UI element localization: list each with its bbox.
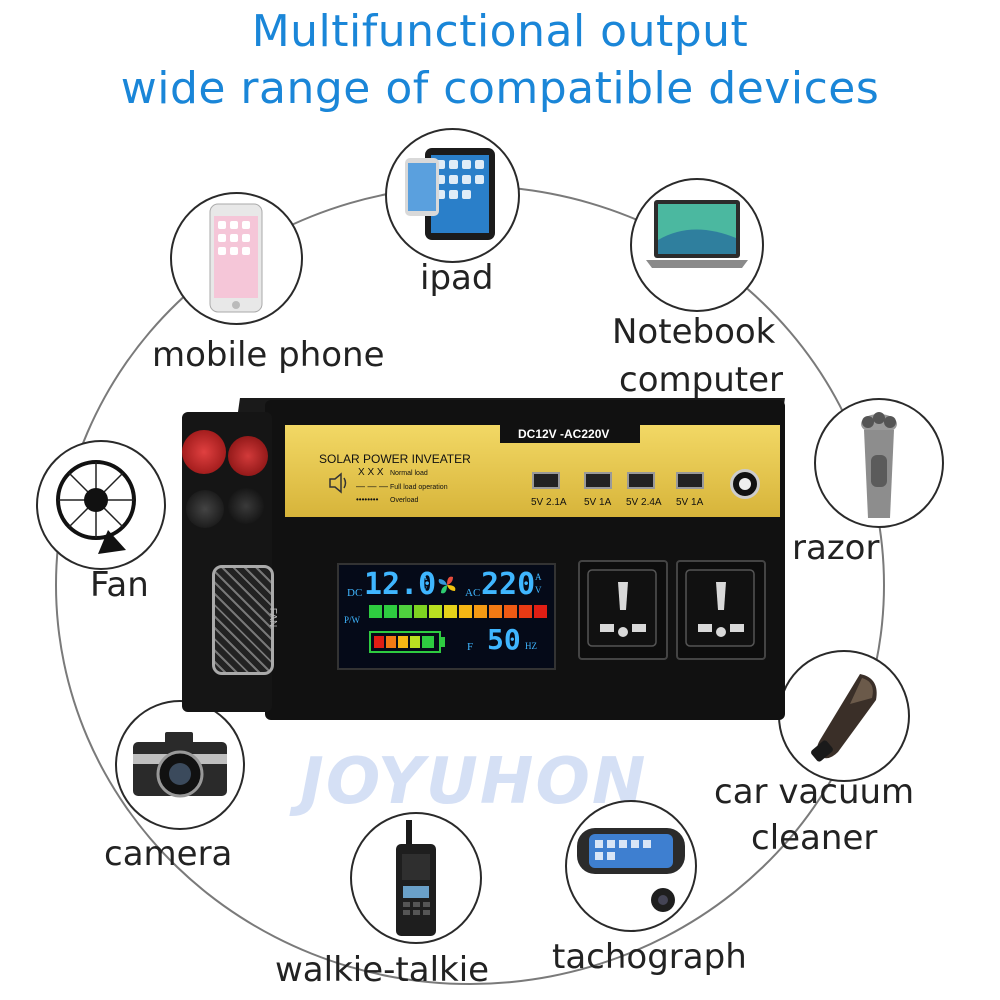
laptop-icon [646,200,748,268]
usb-port-3[interactable] [627,472,655,489]
device-circle-mobile-phone [170,192,303,325]
usb-port-4[interactable] [676,472,704,489]
heading-line-1: Multifunctional output [251,6,749,57]
battery-gauge [369,631,441,653]
device-label-vacuum-line-2: cleaner [751,818,878,858]
device-circle-tachograph [565,800,697,932]
fan-icon [56,460,136,554]
watermark: JOYUHON [300,745,648,819]
device-label-vacuum: car vacuum [714,772,915,812]
usb-port-1-label: 5V 2.1A [531,497,567,508]
device-circle-walkie-talkie [350,812,482,944]
usb-port-2[interactable] [584,472,612,489]
lcd-dc-unit-bottom: V [421,585,428,595]
lcd-ac-unit-bottom: V [535,585,542,595]
device-label-razor: razor [792,528,880,568]
device-circle-ipad [385,128,520,263]
smartphone-icon [209,203,263,313]
negative-terminal[interactable] [186,490,224,528]
device-circle-vacuum [778,650,910,782]
device-circle-camera [115,700,245,830]
positive-terminal-knob[interactable] [228,436,268,476]
legend-text-2: Full load operation [390,484,448,491]
tablet-icon [405,148,495,240]
lcd-dc-unit-top: A [421,572,428,582]
razor-icon [861,412,897,518]
legend-symbol-3: •••••••• [356,495,379,504]
device-circle-razor [814,398,944,528]
negative-terminal-knob[interactable] [228,488,264,524]
fan-label: FAN [267,607,279,628]
walkie-talkie-icon [396,820,436,936]
lcd-freq-unit: HZ [525,641,537,651]
socket-outlet-icon [587,569,657,647]
device-label-walkie-talkie: walkie-talkie [275,950,490,990]
usb-port-1[interactable] [532,472,560,489]
lcd-ac-label: AC [465,587,481,599]
device-label-mobile-phone: mobile phone [152,335,385,375]
fan-status-icon [438,576,456,594]
device-label-ipad: ipad [420,258,494,298]
lcd-dc-value: 12.0 [364,567,437,602]
lcd-ac-unit-top: A [535,572,542,582]
ac-socket-2[interactable] [676,560,766,660]
lcd-freq-value: 50 [487,623,521,656]
fan-grille [212,565,274,675]
rating-strip [500,425,640,443]
dashcam-icon [577,828,685,912]
lcd-display: DC 12.0 A V AC 220 A V P/W [337,563,556,670]
device-label-tachograph: tachograph [552,937,747,977]
device-label-camera: camera [104,834,233,874]
lcd-f-label: F [467,641,474,653]
vacuum-icon [811,674,877,762]
rating-text: DC12V -AC220V [518,427,610,441]
device-label-notebook: Notebook [612,312,776,352]
speaker-icon [329,472,347,494]
lcd-ac-value: 220 [481,567,536,602]
lcd-dc-label: DC [347,587,363,599]
legend-symbol-2: — — — [356,481,389,491]
camera-icon [133,732,227,798]
brand-title: SOLAR POWER INVEATER [319,452,471,466]
socket-outlet-icon [685,569,755,647]
device-circle-fan [36,440,166,570]
power-button-cap [739,478,751,490]
legend-text-3: Overload [390,497,419,504]
battery-tip [441,637,445,647]
lcd-pw-label: P/W [344,615,361,625]
usb-port-3-label: 5V 2.4A [626,497,662,508]
device-circle-notebook [630,178,764,312]
usb-port-2-label: 5V 1A [584,497,612,508]
device-label-notebook-line-2: computer [619,360,783,400]
device-label-fan: Fan [90,565,149,605]
power-button[interactable] [730,469,760,499]
positive-terminal[interactable] [182,430,226,474]
usb-port-4-label: 5V 1A [676,497,704,508]
ac-socket-1[interactable] [578,560,668,660]
legend-text-1: Normal load [390,470,428,477]
heading-line-2: wide range of compatible devices [120,63,880,114]
legend-symbol-1: X X X [358,467,384,478]
